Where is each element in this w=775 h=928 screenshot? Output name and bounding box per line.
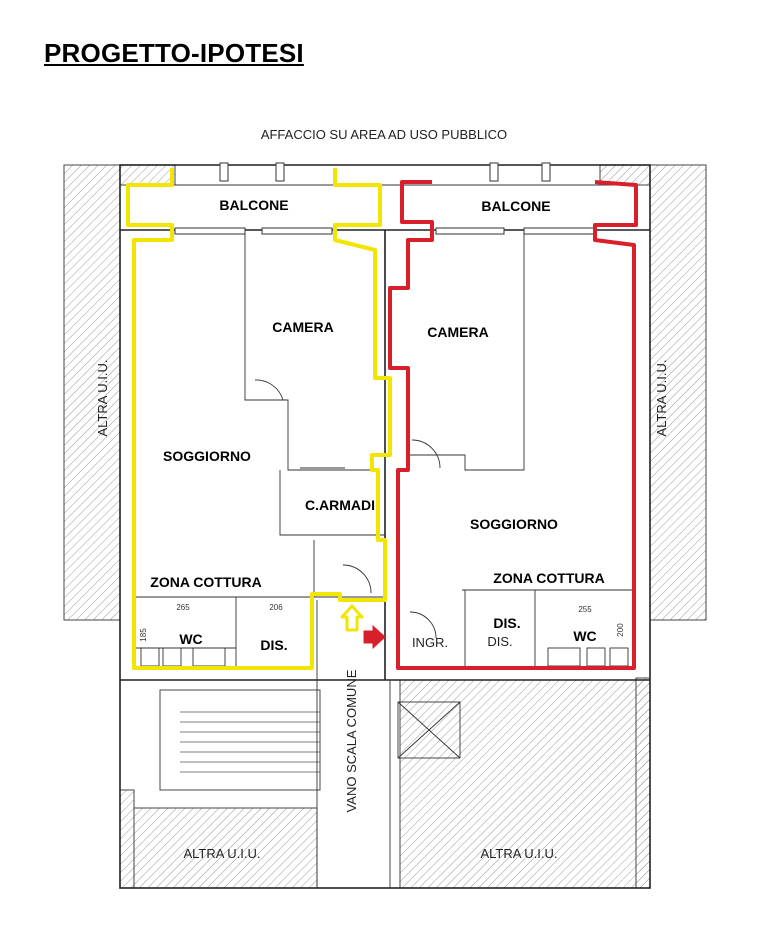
left-living-label: SOGGIORNO — [163, 448, 251, 464]
stairwell-label: VANO SCALA COMUNE — [344, 669, 359, 812]
right-hall-label: DIS. — [493, 615, 520, 631]
stairwell — [159, 600, 461, 888]
left-unit-outline — [126, 168, 392, 670]
left-balcony-label: BALCONE — [219, 197, 288, 213]
left-bedroom-label: CAMERA — [272, 319, 333, 335]
hatch-bottom-right — [399, 679, 651, 889]
right-hall-small-label: DIS. — [487, 634, 512, 649]
left-closet-label: C.ARMADI — [305, 497, 375, 513]
hatch-left-top — [119, 164, 176, 186]
right-living-label: SOGGIORNO — [470, 516, 558, 532]
left-wc-label: WC — [179, 631, 202, 647]
right-kitchen-label: ZONA COTTURA — [493, 570, 604, 586]
left-dim-wc: 265 — [176, 603, 190, 612]
hatch-right-side — [649, 164, 707, 621]
bottom-right-unit-label: ALTRA U.I.U. — [480, 846, 557, 861]
hatch-left-side — [63, 164, 121, 621]
left-side-unit-label: ALTRA U.I.U. — [95, 359, 110, 436]
right-side-unit-label: ALTRA U.I.U. — [654, 359, 669, 436]
right-dim-wc: 255 — [578, 605, 592, 614]
hatch-bottom-left-frame — [119, 789, 135, 889]
left-dim-hall: 206 — [269, 603, 283, 612]
right-bedroom-label: CAMERA — [427, 324, 488, 340]
arrow-up-icon — [340, 604, 364, 632]
right-unit-outline — [388, 180, 638, 670]
top-caption: AFFACCIO SU AREA AD USO PUBBLICO — [261, 127, 507, 142]
right-balcony-label: BALCONE — [481, 198, 550, 214]
left-kitchen-label: ZONA COTTURA — [150, 574, 261, 590]
right-dim-wc-side: 200 — [616, 623, 625, 637]
left-dim-wc-side: 185 — [139, 628, 148, 642]
right-wc-label: WC — [573, 628, 596, 644]
left-hall-label: DIS. — [260, 637, 287, 653]
right-entrance-label: INGR. — [412, 635, 448, 650]
right-unit-walls — [408, 232, 636, 670]
page-title: PROGETTO-IPOTESI — [44, 38, 304, 68]
arrow-right-icon — [363, 624, 386, 650]
bottom-left-unit-label: ALTRA U.I.U. — [183, 846, 260, 861]
hatch-bottom-right-frame — [635, 677, 651, 889]
